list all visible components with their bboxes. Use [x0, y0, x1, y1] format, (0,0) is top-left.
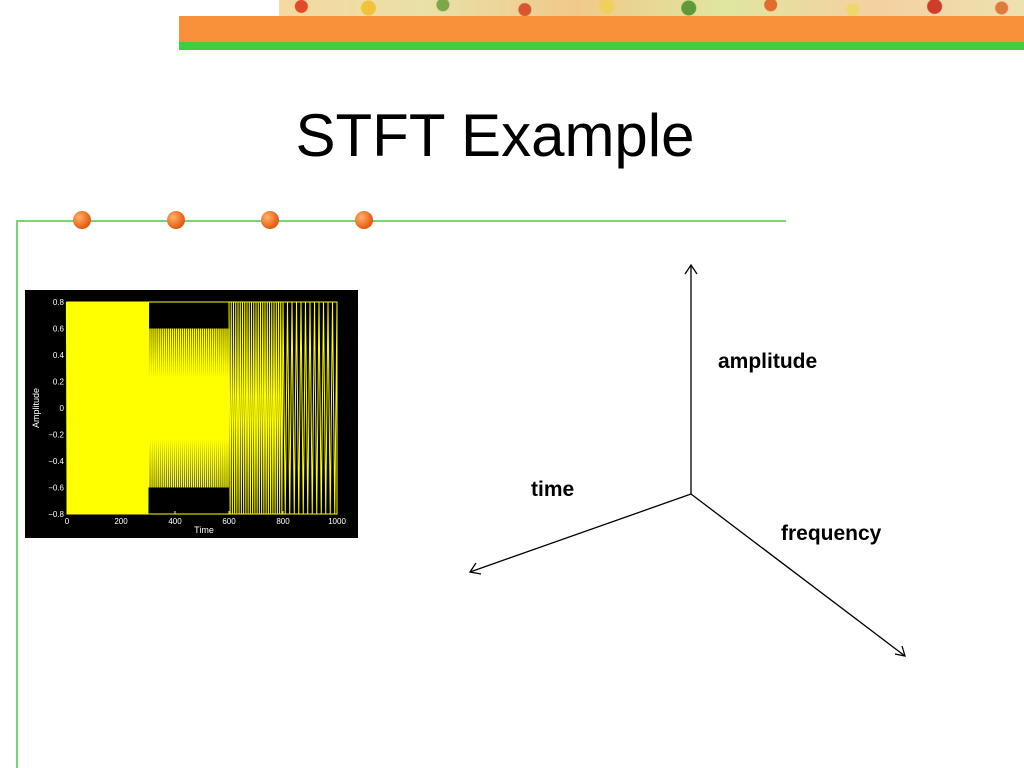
- y-ticks: −0.8 −0.6 −0.4 −0.2 0 0.2 0.4 0.6 0.8: [48, 298, 70, 519]
- bullet-dot-1: [73, 211, 91, 229]
- top-banner: [179, 0, 1024, 50]
- y-axis-label: Amplitude: [31, 388, 41, 428]
- frame-top-line: [16, 220, 786, 222]
- banner-orange-bar: [179, 16, 1024, 42]
- frequency-axis-line: [690, 493, 906, 657]
- x-tick-label: 600: [222, 517, 236, 526]
- time-label: time: [531, 478, 575, 501]
- y-tick-label: −0.8: [48, 510, 64, 519]
- signal-chart: −0.8 −0.6 −0.4 −0.2 0 0.2 0.4 0.6 0.8 0 200 400 600…: [25, 290, 358, 538]
- signal-dense-band: [67, 355, 148, 461]
- bullet-dot-3: [261, 211, 279, 229]
- x-tick-label: 200: [114, 517, 128, 526]
- amplitude-arrow-icon: [684, 263, 698, 275]
- x-axis-label: Time: [194, 525, 214, 535]
- amplitude-label: amplitude: [718, 350, 818, 373]
- frequency-arrow-icon: [894, 645, 906, 657]
- bullet-dot-4: [355, 211, 373, 229]
- x-ticks: 0 200 400 600 800 1000: [65, 511, 346, 526]
- x-tick-label: 1000: [328, 517, 346, 526]
- y-tick-label: 0.4: [53, 351, 65, 360]
- y-tick-label: 0.2: [53, 378, 65, 387]
- frequency-label: frequency: [781, 522, 882, 545]
- x-tick-label: 400: [168, 517, 182, 526]
- bullet-dot-2: [167, 211, 185, 229]
- x-tick-label: 800: [276, 517, 290, 526]
- y-tick-label: −0.4: [48, 457, 64, 466]
- signal-chart-svg: −0.8 −0.6 −0.4 −0.2 0 0.2 0.4 0.6 0.8 0 200 400 600…: [31, 298, 346, 535]
- y-tick-label: −0.6: [48, 484, 64, 493]
- time-arrow-icon: [468, 562, 482, 575]
- x-tick-label: 0: [65, 517, 70, 526]
- y-tick-label: 0: [60, 404, 65, 413]
- y-tick-label: 0.8: [53, 298, 65, 307]
- time-axis-line: [469, 493, 692, 573]
- banner-photo-strip: [279, 0, 1024, 16]
- frame-left-line: [16, 220, 18, 768]
- signal-segment-2: [147, 328, 230, 488]
- slide-title: STFT Example: [295, 102, 695, 169]
- y-tick-label: 0.6: [53, 325, 65, 334]
- y-tick-label: −0.2: [48, 431, 64, 440]
- banner-green-bar: [179, 42, 1024, 50]
